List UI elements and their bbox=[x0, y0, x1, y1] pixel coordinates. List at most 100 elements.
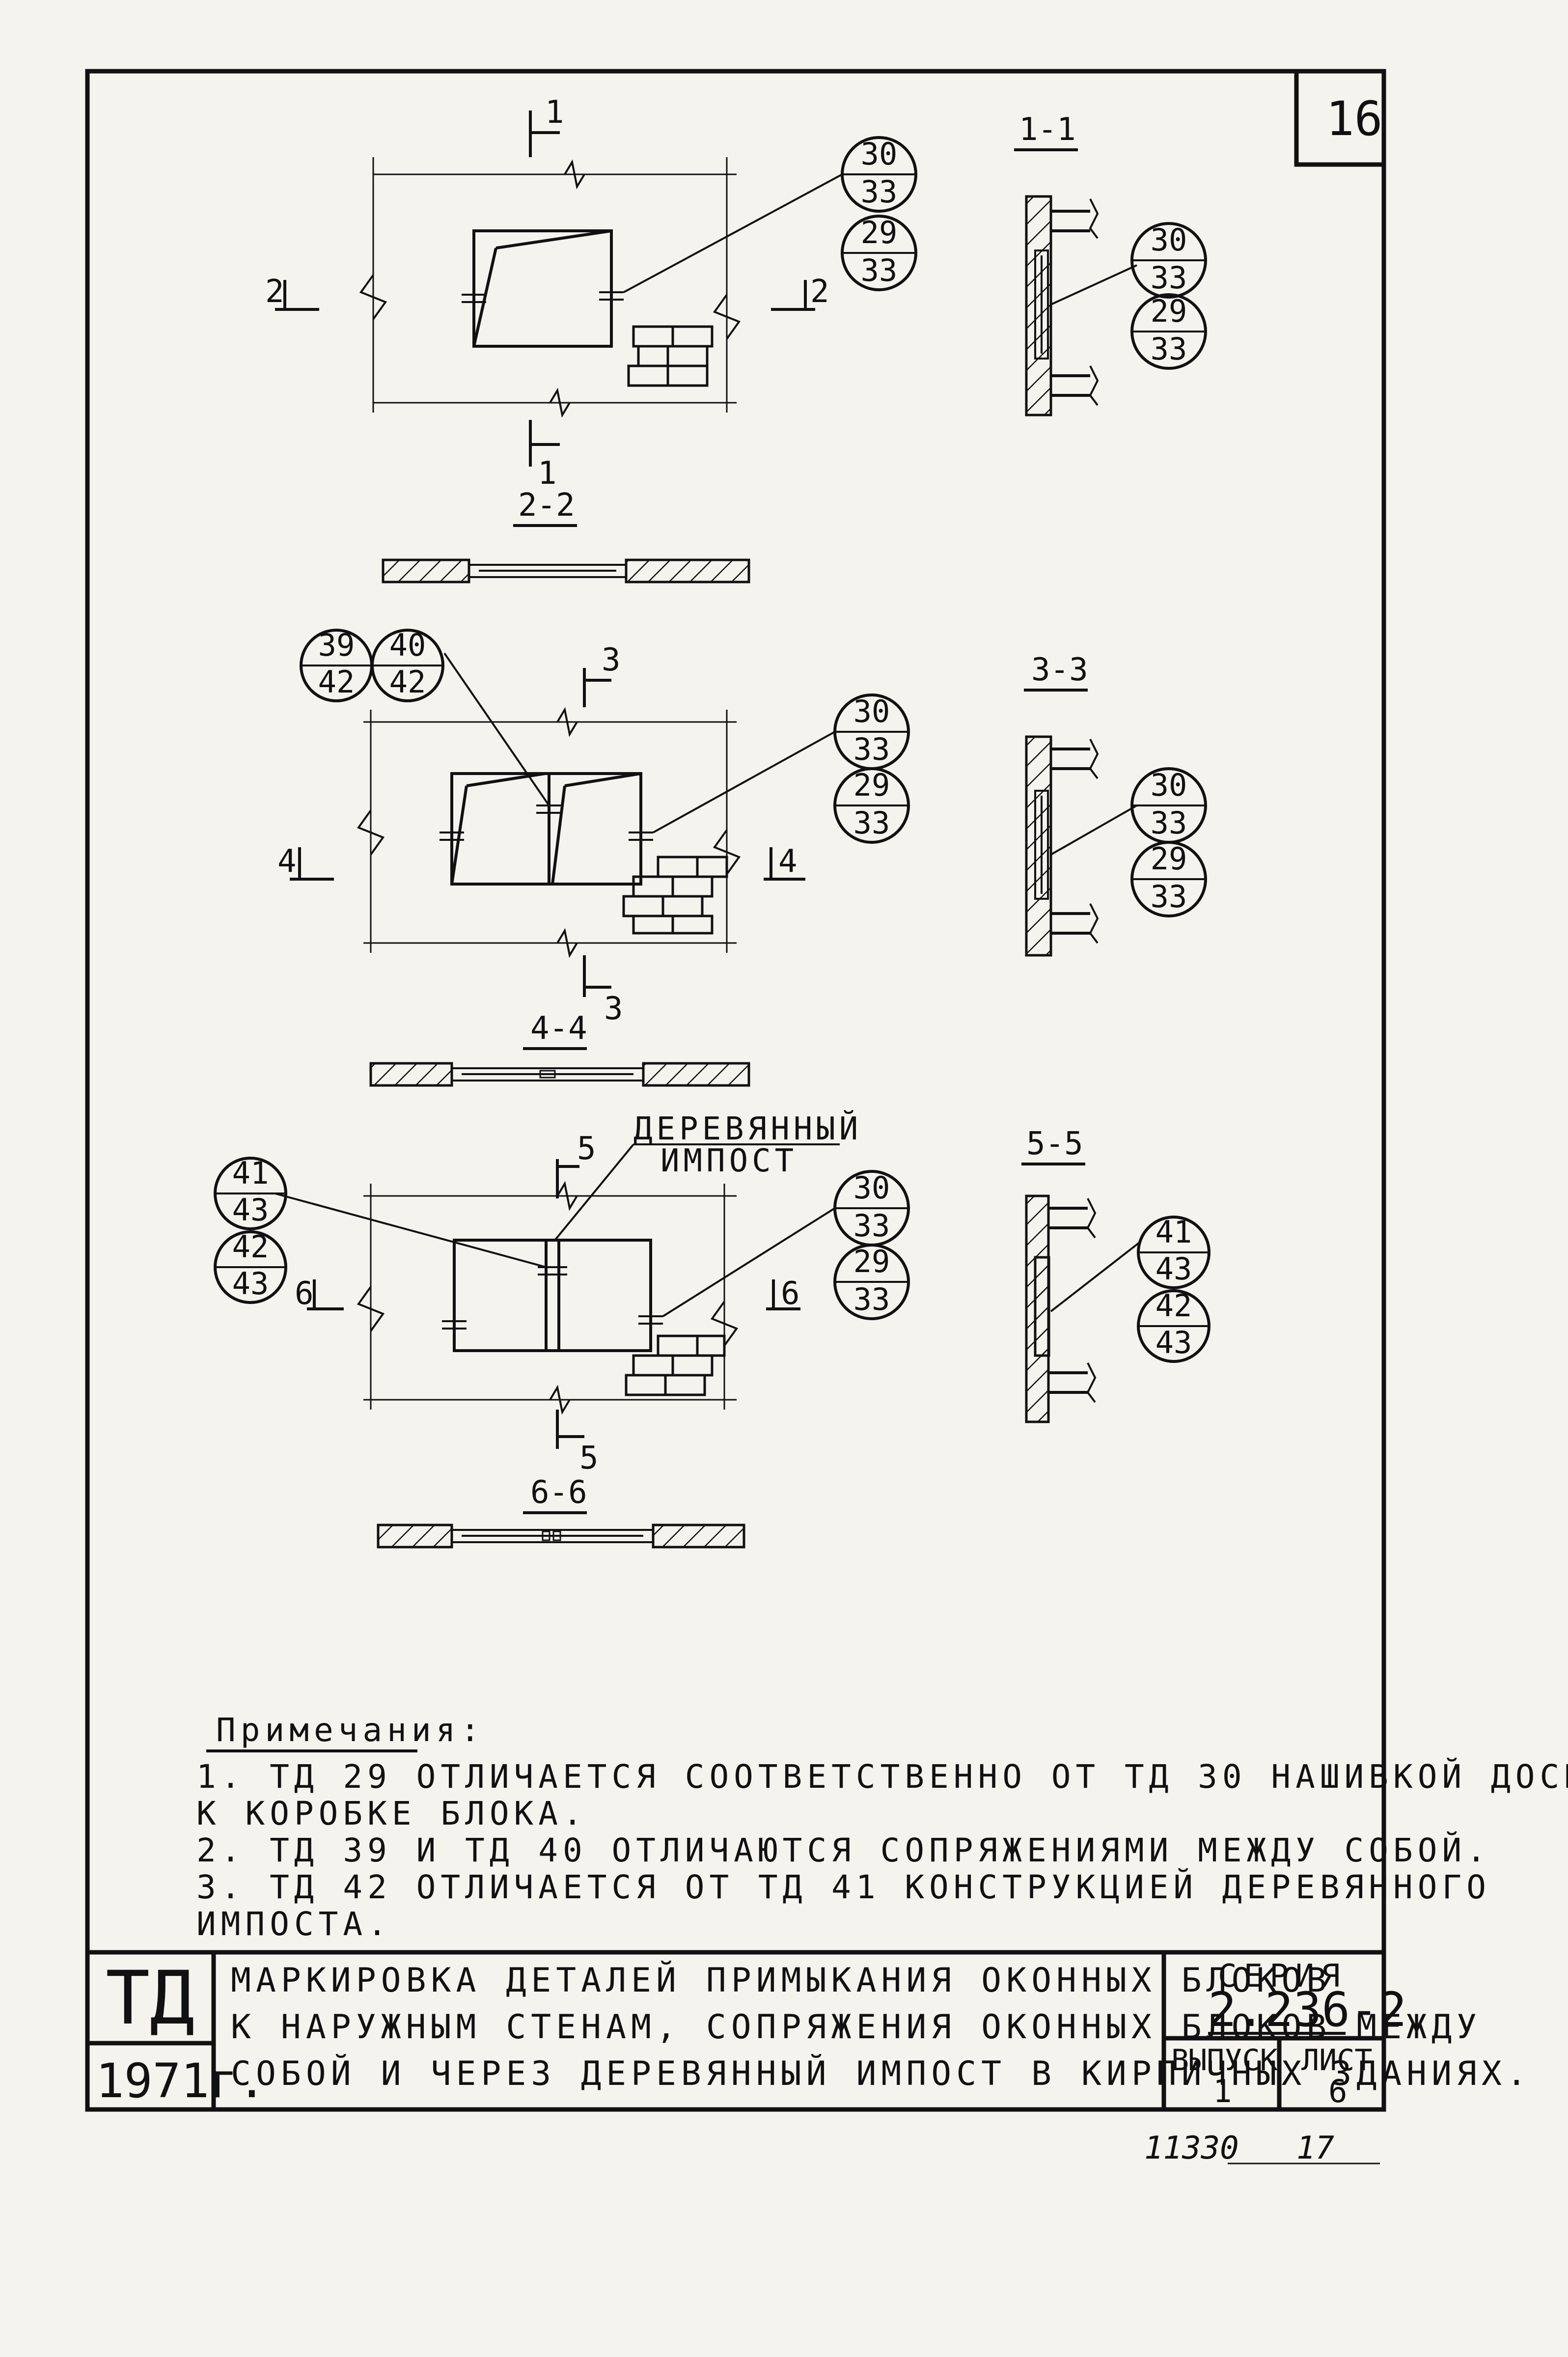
cut-mark-2-right: 2 bbox=[810, 274, 829, 310]
callout-td30-a: 30 33 bbox=[841, 136, 917, 213]
tb-title-line-2: К НАРУЖНЫМ СТЕНАМ, СОПРЯЖЕНИЯ ОКОННЫХ БЛ… bbox=[231, 2008, 1482, 2047]
callout-td30-e: 30 33 bbox=[833, 1170, 910, 1247]
cut-mark-5-bottom: 5 bbox=[579, 1440, 599, 1476]
tb-issue-value: 1 bbox=[1213, 2074, 1232, 2110]
svg-text:4-4: 4-4 bbox=[530, 1010, 587, 1047]
svg-text:43: 43 bbox=[232, 1266, 269, 1302]
svg-text:30: 30 bbox=[861, 136, 898, 172]
notes-block: Примечания: 1. ТД 29 ОТЛИЧАЕТСЯ СООТВЕТС… bbox=[196, 1711, 1568, 1943]
detail-1-plan: 1 1 2 2 bbox=[265, 94, 843, 492]
svg-text:40: 40 bbox=[389, 627, 426, 663]
svg-text:41: 41 bbox=[232, 1155, 269, 1191]
callout-td29-a: 29 33 bbox=[841, 215, 917, 291]
svg-text:29: 29 bbox=[1151, 293, 1187, 329]
svg-text:42: 42 bbox=[389, 664, 426, 700]
svg-text:33: 33 bbox=[1151, 879, 1187, 915]
svg-text:41: 41 bbox=[1155, 1214, 1192, 1250]
tb-code: ТД bbox=[106, 1956, 194, 2041]
callout-td41-b: 41 43 bbox=[1137, 1214, 1210, 1289]
svg-text:42: 42 bbox=[1155, 1288, 1192, 1324]
svg-text:33: 33 bbox=[1151, 805, 1187, 841]
note-line-5: ИМПОСТА. bbox=[196, 1905, 392, 1943]
callout-td42-a: 42 43 bbox=[214, 1229, 287, 1304]
section-2-2: 2-2 bbox=[382, 487, 750, 583]
svg-text:43: 43 bbox=[1155, 1325, 1192, 1360]
cut-mark-3-bottom: 3 bbox=[604, 991, 623, 1027]
cut-mark-2-left: 2 bbox=[265, 274, 284, 310]
svg-text:1-1: 1-1 bbox=[1019, 111, 1076, 148]
tb-title-line-1: МАРКИРОВКА ДЕТАЛЕЙ ПРИМЫКАНИЯ ОКОННЫХ БЛ… bbox=[231, 1961, 1331, 2000]
impost-label-line2: ИМПОСТ bbox=[660, 1143, 798, 1179]
callout-td29-b: 29 33 bbox=[1130, 293, 1207, 370]
svg-text:33: 33 bbox=[853, 805, 890, 841]
svg-text:33: 33 bbox=[1151, 260, 1187, 296]
detail-3-plan: 5 5 6 6 ДЕРЕВЯННЫЙ ИМПОСТ bbox=[275, 1110, 862, 1476]
svg-text:39: 39 bbox=[318, 627, 355, 663]
cut-mark-6-left: 6 bbox=[295, 1276, 314, 1312]
svg-text:33: 33 bbox=[853, 731, 890, 767]
svg-text:33: 33 bbox=[853, 1281, 890, 1317]
svg-text:3-3: 3-3 bbox=[1031, 652, 1088, 688]
footer-archive-number: 11330 bbox=[1144, 2130, 1239, 2166]
svg-text:33: 33 bbox=[861, 252, 898, 288]
sheet-number-box: 16 bbox=[1294, 71, 1384, 167]
callout-td30-d: 30 33 bbox=[1130, 767, 1207, 844]
svg-text:30: 30 bbox=[853, 693, 890, 729]
tb-series-value: 2.236-2 bbox=[1208, 1982, 1407, 2037]
svg-text:29: 29 bbox=[853, 1244, 890, 1279]
note-line-1: 1. ТД 29 ОТЛИЧАЕТСЯ СООТВЕТСТВЕННО ОТ ТД… bbox=[196, 1757, 1568, 1796]
svg-text:33: 33 bbox=[861, 174, 898, 210]
cut-mark-3-top: 3 bbox=[602, 642, 621, 678]
title-block: ТД 1971г. МАРКИРОВКА ДЕТАЛЕЙ ПРИМЫКАНИЯ … bbox=[87, 1950, 1527, 2110]
tb-sheet-value: 6 bbox=[1328, 2074, 1348, 2110]
cut-mark-5-top: 5 bbox=[577, 1131, 596, 1167]
detail-2-plan: 3 3 4 4 bbox=[277, 642, 835, 1027]
section-4-4: 4-4 bbox=[369, 1010, 750, 1087]
callout-td40: 40 42 bbox=[371, 627, 444, 702]
notes-title: Примечания: bbox=[216, 1711, 485, 1749]
cut-mark-4-left: 4 bbox=[277, 843, 297, 880]
callout-td29-e: 29 33 bbox=[833, 1244, 910, 1320]
svg-text:33: 33 bbox=[1151, 331, 1187, 367]
sheet-number: 16 bbox=[1326, 91, 1383, 146]
section-1-1: 1-1 bbox=[1014, 111, 1137, 416]
callout-td29-c: 29 33 bbox=[833, 767, 910, 844]
tb-issue-label: ВЫПУСК bbox=[1171, 2043, 1278, 2078]
svg-text:33: 33 bbox=[853, 1208, 890, 1244]
impost-label-line1: ДЕРЕВЯННЫЙ bbox=[633, 1110, 862, 1147]
svg-text:30: 30 bbox=[853, 1170, 890, 1206]
svg-text:6-6: 6-6 bbox=[530, 1474, 587, 1511]
svg-text:43: 43 bbox=[232, 1192, 269, 1228]
svg-text:43: 43 bbox=[1155, 1251, 1192, 1287]
svg-text:29: 29 bbox=[853, 767, 890, 803]
callout-td29-d: 29 33 bbox=[1130, 841, 1207, 917]
svg-text:42: 42 bbox=[232, 1229, 269, 1265]
section-3-3: 3-3 bbox=[1024, 652, 1137, 957]
svg-text:29: 29 bbox=[861, 215, 898, 250]
svg-text:5-5: 5-5 bbox=[1026, 1126, 1083, 1162]
cut-mark-4-right: 4 bbox=[778, 843, 798, 880]
note-line-4: 3. ТД 42 ОТЛИЧАЕТСЯ ОТ ТД 41 КОНСТРУКЦИЕ… bbox=[196, 1868, 1491, 1906]
cut-mark-6-right: 6 bbox=[781, 1276, 800, 1312]
svg-text:30: 30 bbox=[1151, 767, 1187, 803]
note-line-2: К КОРОБКЕ БЛОКА. bbox=[196, 1795, 587, 1832]
svg-text:30: 30 bbox=[1151, 222, 1187, 258]
svg-text:42: 42 bbox=[318, 664, 355, 700]
note-line-3: 2. ТД 39 И ТД 40 ОТЛИЧАЮТСЯ СОПРЯЖЕНИЯМИ… bbox=[196, 1831, 1491, 1869]
svg-text:29: 29 bbox=[1151, 841, 1187, 877]
sheet-frame bbox=[85, 69, 1386, 2112]
footer-page-number: 17 bbox=[1296, 2130, 1334, 2166]
tb-series-label: СЕРИЯ bbox=[1218, 1958, 1347, 1995]
callout-td39: 39 42 bbox=[300, 627, 373, 702]
svg-text:2-2: 2-2 bbox=[518, 487, 575, 524]
section-5-5: 5-5 bbox=[1021, 1126, 1140, 1423]
tb-year: 1971г. bbox=[96, 2053, 266, 2108]
section-6-6: 6-6 bbox=[377, 1474, 745, 1549]
cut-mark-1-top: 1 bbox=[545, 94, 564, 131]
callout-td30-c: 30 33 bbox=[833, 693, 910, 770]
callout-td30-b: 30 33 bbox=[1130, 222, 1207, 299]
callout-td42-b: 42 43 bbox=[1137, 1288, 1210, 1363]
tb-sheet-label: ЛИСТ bbox=[1301, 2043, 1373, 2078]
cut-mark-1-bottom: 1 bbox=[538, 455, 557, 492]
